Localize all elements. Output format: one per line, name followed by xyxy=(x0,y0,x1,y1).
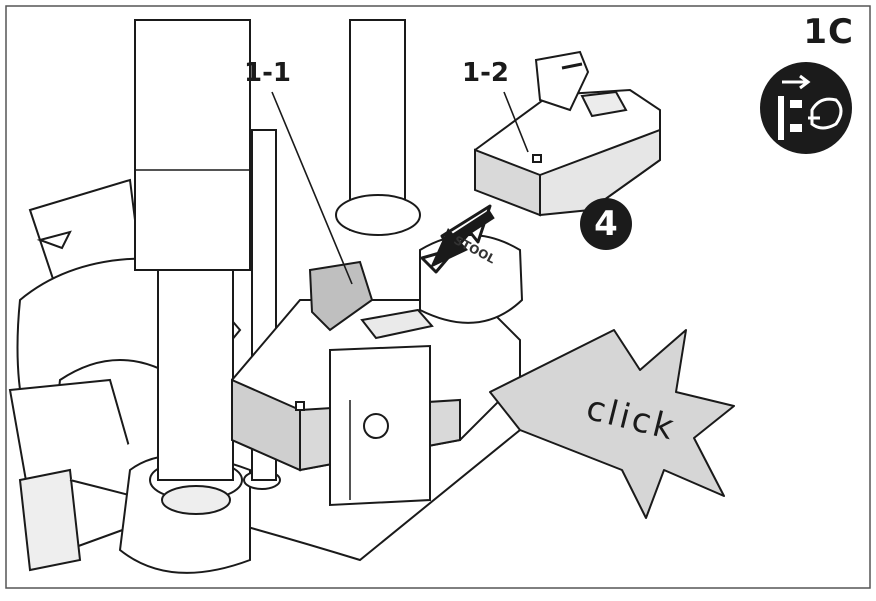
step-number-badge: 4 xyxy=(580,198,632,250)
figure-id: 1C xyxy=(803,12,854,52)
unplug-power-icon xyxy=(760,62,852,154)
leader-line-1-2 xyxy=(503,91,529,153)
cartridge-part-1-2 xyxy=(473,50,661,217)
part-label-1-2: 1-2 xyxy=(462,58,509,88)
depth-stop-block xyxy=(231,234,524,507)
insertion-arrow xyxy=(420,204,495,274)
click-starburst xyxy=(489,329,735,519)
leader-line-1-1 xyxy=(271,91,353,285)
part-label-1-1: 1-1 xyxy=(244,58,291,88)
